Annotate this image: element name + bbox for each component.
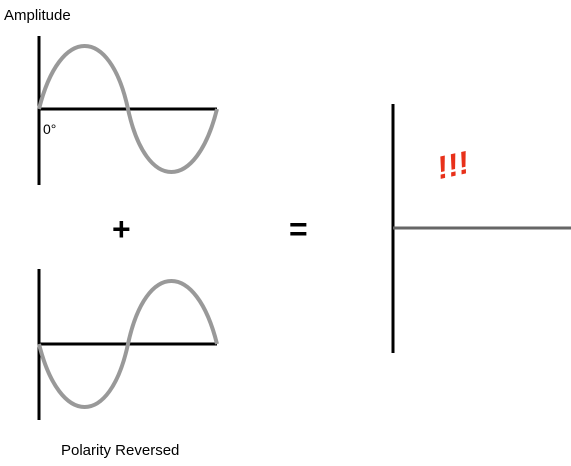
reversed-sine-wave xyxy=(37,279,219,409)
polarity-reversed-label: Polarity Reversed xyxy=(61,442,180,459)
original-wave-graph xyxy=(37,36,219,185)
reversed-wave-graph xyxy=(37,269,219,420)
zero-degree-label: 0° xyxy=(43,121,57,137)
plus-operator: + xyxy=(112,211,131,247)
equals-operator: = xyxy=(289,211,308,247)
original-sine-wave xyxy=(37,44,219,174)
amplitude-label: Amplitude xyxy=(4,7,71,24)
result-graph xyxy=(391,104,571,353)
